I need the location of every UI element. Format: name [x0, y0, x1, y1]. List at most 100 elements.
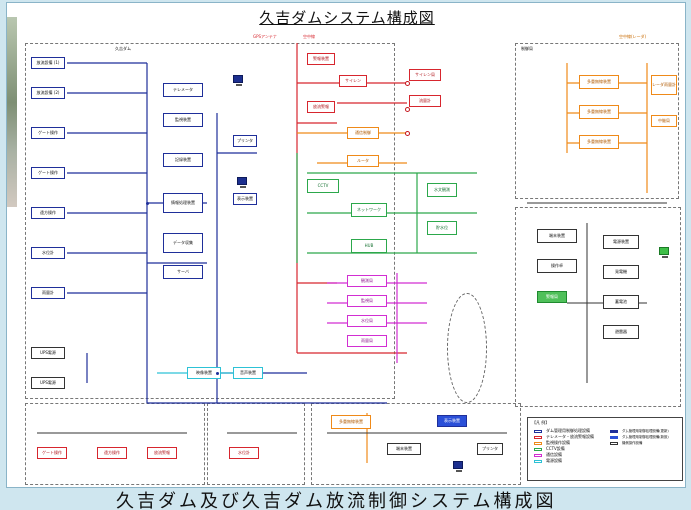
- pc-display-icon: [237, 177, 247, 188]
- display-box: 表示装置: [233, 193, 257, 205]
- bottom-terminal-box: 端末装置: [387, 443, 421, 455]
- control-antenna-label: 空中線(レーダ): [619, 34, 647, 39]
- control-office-region: [515, 43, 679, 199]
- bottom-title: 久吉ダム及び久吉ダム放流制御システム構成図: [116, 491, 557, 510]
- alarm-box: 警報装置: [307, 53, 335, 65]
- bottom-release-box: 放流警報: [147, 447, 177, 459]
- legend-item: 電源設備: [546, 458, 562, 463]
- legend-swatch-orange: [534, 442, 542, 445]
- station-a-box: 観測局: [347, 275, 387, 287]
- legend-item: 監視操作設備: [546, 440, 570, 445]
- server-box: サーバ: [163, 265, 203, 279]
- legend-swatch-cyan: [534, 460, 542, 463]
- legend-swatch-green: [534, 448, 542, 451]
- legend-swatch-blue: [534, 430, 542, 433]
- printer-box: プリンタ: [233, 135, 257, 147]
- info-proc-box: 情報処理装置: [163, 193, 203, 213]
- legend-item: ダム管理用制御処理設備: [546, 428, 590, 433]
- legend-item: ダム管理用制御処理設備(新設): [622, 435, 669, 439]
- speaker-box: サイレン: [339, 75, 367, 87]
- gauge-rain-box: 雨量局: [347, 335, 387, 347]
- comm-ctrl-box: 通信制御: [347, 127, 379, 139]
- siren-icon-2: [405, 107, 410, 112]
- legend-swatch-blue-fill: [610, 430, 618, 433]
- cctv-box: CCTV: [307, 179, 339, 193]
- operator-box: 操作卓: [537, 259, 577, 273]
- legend-item: CCTV設備: [546, 446, 565, 451]
- main-dam-antenna-label: 空中線: [303, 34, 315, 39]
- station-relay-box: 中継局: [651, 115, 677, 127]
- telemeter-box: テレメータ: [163, 83, 203, 97]
- water-level-box: 水位計: [31, 247, 65, 259]
- record-box: 記録装置: [163, 153, 203, 167]
- cloud-network: [447, 293, 487, 403]
- generator-box: 発電機: [603, 265, 639, 279]
- legend-item: ダム管理用制御処理設備(更新): [622, 429, 669, 433]
- sluice-box-1: 放流設備 (1): [31, 57, 65, 69]
- siren-station-box: サイレン局: [409, 69, 441, 81]
- voice-box: 音声装置: [233, 367, 263, 379]
- lightning-box: 避雷器: [603, 325, 639, 339]
- siren-icon-3: [405, 131, 410, 136]
- legend-header: 【凡 例】: [532, 420, 550, 425]
- gauge-water-box: 水位局: [347, 315, 387, 327]
- bottom-left-region: [25, 403, 205, 485]
- main-dam-label: 久吉ダム: [115, 46, 131, 51]
- main-dam-region: [25, 43, 395, 399]
- pc-monitor-icon: [233, 75, 243, 86]
- legend-item: テレメータ・放流警報設備: [546, 434, 594, 439]
- hub-box: HUB: [351, 239, 387, 253]
- ups-box: UPS電源: [31, 347, 65, 359]
- legend-swatch-magenta: [534, 454, 542, 457]
- bottom-display-box: 表示装置: [437, 415, 467, 427]
- bottom-multiplex-box: 多重無線装置: [331, 415, 371, 429]
- legend-item: 機側操作設備: [622, 441, 643, 445]
- dam-photo-strip: [7, 17, 17, 207]
- legend-swatch-black: [610, 442, 618, 445]
- hydro-box: 水文観測: [427, 183, 457, 197]
- storage-box: 貯水位: [427, 221, 457, 235]
- legend-swatch-red: [534, 436, 542, 439]
- siren-icon-1: [405, 81, 410, 86]
- data-store-box: データ収集: [163, 233, 203, 253]
- bottom-printer-box: プリンタ: [477, 443, 503, 455]
- gate-control-box: ゲート操作: [31, 127, 65, 139]
- gps-antenna-label: GPSアンテナ: [253, 34, 277, 39]
- remote-op-box: 遠方操作: [31, 207, 65, 219]
- release-box: 放流警報: [307, 101, 335, 113]
- junction-icon-1: [146, 202, 149, 205]
- bottom-water-box: 水位計: [229, 447, 259, 459]
- terminal-box: 端末装置: [537, 229, 577, 243]
- flow-box: 流量計: [409, 95, 441, 107]
- pc-remote-icon: [659, 247, 669, 258]
- power-box: 電源装置: [603, 235, 639, 249]
- network-box: ネットワーク: [351, 203, 387, 217]
- remote-region: [515, 207, 681, 407]
- gauge-alarm-box: 警報局: [537, 291, 567, 303]
- bottom-gate-box: ゲート操作: [37, 447, 67, 459]
- multiplex-box-3: 多重無線装置: [579, 135, 619, 149]
- legend: 【凡 例】 ダム管理用制御処理設備 テレメータ・放流警報設備 監視操作設備 CC…: [527, 417, 683, 481]
- control-office-label: 制御局: [521, 46, 533, 51]
- radar-box: レーダ雨量計: [651, 75, 677, 95]
- multiplex-box-1: 多重無線装置: [579, 75, 619, 89]
- ups-box-2: UPS電源: [31, 377, 65, 389]
- rain-gauge-box: 雨量計: [31, 287, 65, 299]
- monitor-box: 監視装置: [163, 113, 203, 127]
- legend-swatch-blue-new: [610, 436, 618, 439]
- bottom-remote-box: 遠方操作: [97, 447, 127, 459]
- diagram-title: 久吉ダムシステム構成図: [259, 9, 435, 27]
- sluice-box-2: 放流設備 (2): [31, 87, 65, 99]
- video-box: 映像装置: [187, 367, 221, 379]
- pc-bottom-icon: [453, 461, 463, 472]
- battery-box: 蓄電池: [603, 295, 639, 309]
- station-c-box: 監視局: [347, 295, 387, 307]
- multiplex-box-2: 多重無線装置: [579, 105, 619, 119]
- diagram-canvas: 久吉ダムシステム構成図: [6, 2, 686, 488]
- bottom-right-region: [311, 403, 521, 485]
- gate-control-box-2: ゲート操作: [31, 167, 65, 179]
- junction-icon-2: [216, 372, 219, 375]
- router-box: ルータ: [347, 155, 379, 167]
- legend-item: 通信設備: [546, 452, 562, 457]
